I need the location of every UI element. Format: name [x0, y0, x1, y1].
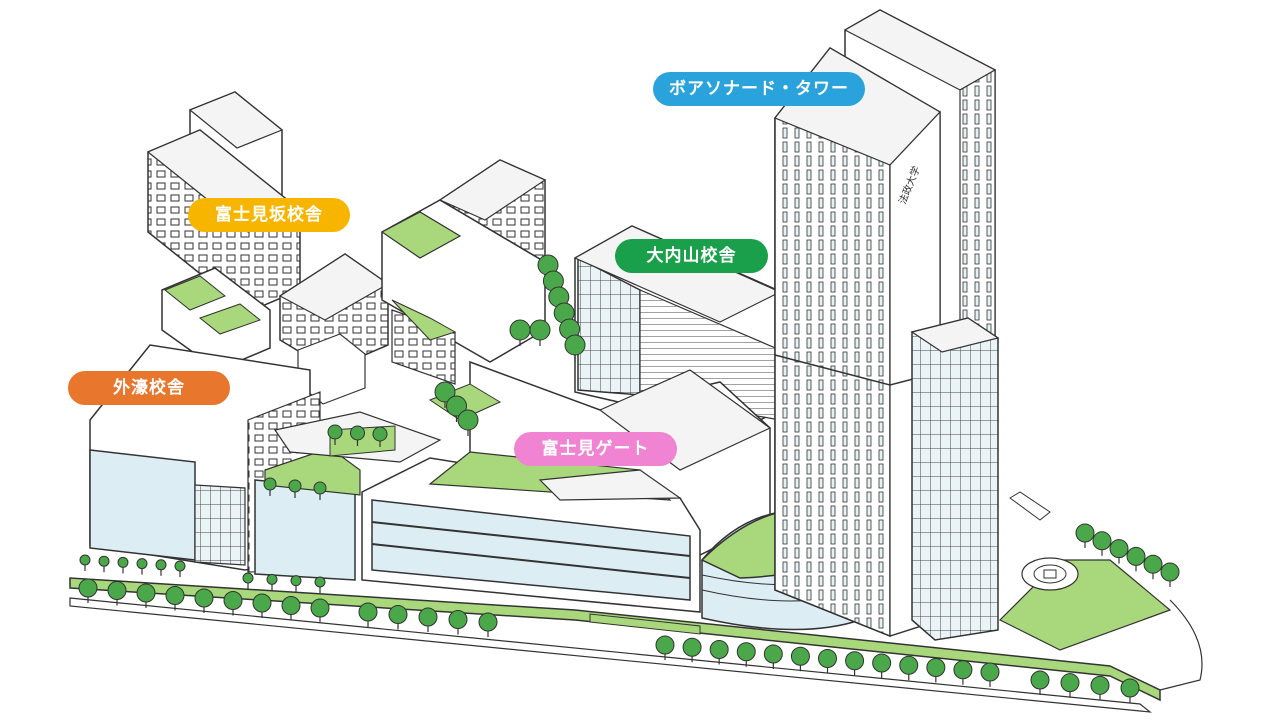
tree: [314, 576, 326, 593]
tree: [1030, 670, 1050, 695]
tree: [1092, 531, 1112, 556]
tree: [136, 558, 148, 575]
tree: [448, 610, 468, 635]
tree: [372, 426, 388, 447]
tree: [242, 572, 254, 589]
tree: [136, 583, 156, 608]
tree: [107, 581, 127, 606]
tree: [174, 560, 186, 577]
tree: [478, 612, 498, 637]
tree: [529, 319, 551, 346]
tree: [290, 575, 302, 592]
tree: [98, 555, 110, 573]
tree: [548, 286, 570, 313]
tree: [418, 607, 438, 632]
tree: [1109, 539, 1129, 564]
fujimigate-building: [361, 451, 701, 613]
fujimizaka-building: [146, 91, 390, 405]
tree: [288, 479, 302, 498]
tree: [564, 334, 586, 361]
label-ouchiyama-campus[interactable]: 大内山校舎: [615, 239, 768, 273]
tree: [388, 605, 408, 630]
tree: [790, 646, 810, 672]
tree: [358, 602, 378, 627]
tree: [1075, 523, 1095, 548]
tree: [263, 477, 277, 496]
tree: [223, 591, 243, 616]
tree: [1143, 554, 1163, 580]
tree: [155, 559, 167, 576]
tree: [818, 649, 837, 674]
tree: [953, 660, 973, 685]
tree: [1126, 546, 1146, 572]
tree: [434, 381, 456, 408]
tree: [1120, 678, 1140, 703]
label-fujimizaka-campus[interactable]: 富士見坂校舎: [188, 198, 350, 232]
tree: [1160, 562, 1180, 587]
tree: [446, 395, 467, 422]
tree: [736, 642, 756, 667]
label-boissonade-tower[interactable]: ボアソナード・タワー: [653, 72, 865, 106]
middle-building: [380, 159, 547, 385]
sotobori-building: [89, 344, 442, 581]
tree: [79, 554, 91, 571]
tree: [926, 658, 946, 683]
tree: [872, 653, 892, 678]
tree: [457, 409, 479, 436]
tree: [310, 598, 330, 623]
tree: [117, 556, 129, 574]
label-fujimi-gate[interactable]: 富士見ゲート: [514, 432, 677, 466]
tree: [709, 640, 729, 665]
label-sotobori-campus[interactable]: 外濠校舎: [68, 371, 230, 405]
trees: [78, 254, 1180, 703]
tree: [165, 586, 185, 611]
tree: [845, 651, 865, 676]
tree: [194, 588, 214, 613]
tree: [1060, 673, 1080, 698]
tree: [78, 578, 98, 603]
tree: [252, 593, 272, 618]
tree: [682, 637, 702, 663]
tree: [313, 481, 327, 500]
tree: [350, 425, 365, 446]
tree: [327, 424, 343, 445]
tree: [281, 596, 301, 621]
tree: [266, 573, 278, 591]
tree: [763, 644, 783, 669]
tree: [899, 655, 919, 681]
tree: [655, 635, 675, 660]
tree: [1090, 675, 1110, 701]
tree: [980, 662, 1000, 687]
